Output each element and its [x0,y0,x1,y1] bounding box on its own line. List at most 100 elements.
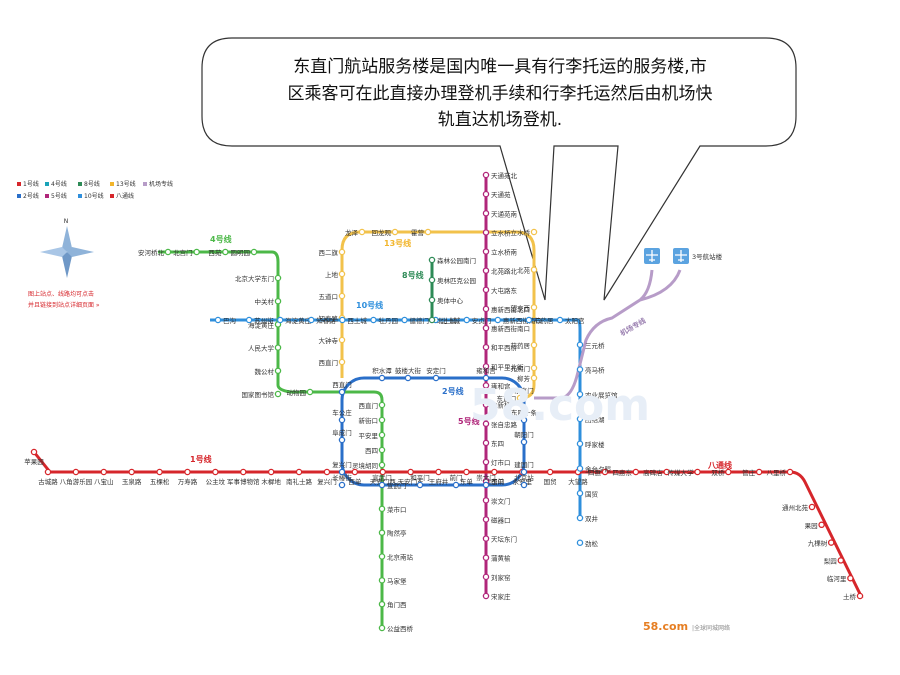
station-label[interactable]: 天通苑 [491,190,511,199]
station-marker[interactable] [530,341,538,349]
station-marker[interactable] [520,438,528,446]
station-marker[interactable] [391,228,399,236]
station-marker[interactable] [632,468,640,476]
station-label[interactable]: 芍药居 [511,341,531,350]
station-label[interactable]: 劲松 [585,539,599,548]
station-marker[interactable] [378,553,386,560]
station-marker[interactable] [72,468,80,476]
station-label[interactable]: 车公庄 [332,408,352,417]
station-label[interactable]: 亮马桥 [585,366,605,375]
station-label[interactable]: 柳芳 [517,374,531,383]
station-label[interactable]: 果园 [805,522,818,530]
station-label[interactable]: 太阳宫 [565,316,585,325]
station-label[interactable]: 大望路 [568,477,588,486]
station-marker[interactable] [725,468,732,476]
station-label[interactable]: 复兴门 [332,460,352,469]
station-marker[interactable] [378,624,386,632]
station-label[interactable]: 公主坟 [206,477,226,486]
station-marker[interactable] [323,468,331,476]
station-marker[interactable] [30,448,38,456]
station-label[interactable]: 人民大学 [248,344,275,353]
station-marker[interactable] [338,388,346,396]
station-label[interactable]: 霍营 [411,228,425,237]
station-marker[interactable] [808,503,816,511]
station-marker[interactable] [378,416,386,424]
station-marker[interactable] [267,468,275,476]
station-marker[interactable] [276,316,284,324]
station-marker[interactable] [482,554,490,561]
station-label[interactable]: 万寿路 [178,477,198,486]
station-marker[interactable] [576,489,584,497]
station-marker[interactable] [856,592,864,600]
station-label[interactable]: 海淀黄庄 [248,320,275,329]
station-label[interactable]: 奥体中心 [437,296,464,305]
station-marker[interactable] [306,388,314,396]
station-marker[interactable] [164,248,172,256]
station-label[interactable]: 森林公园南门 [437,256,476,265]
station-marker[interactable] [428,256,436,264]
station-marker[interactable] [576,440,584,447]
station-label[interactable]: 五棵松 [150,477,170,486]
station-marker[interactable] [576,341,584,348]
station-label[interactable]: 上地 [325,270,339,279]
station-marker[interactable] [193,248,200,256]
station-label[interactable]: 天坛东门 [491,535,517,544]
station-label[interactable]: 动物园 [287,388,307,397]
station-label[interactable]: 和平里北街 [491,362,524,371]
station-marker[interactable] [463,468,470,476]
station-label[interactable]: 灵境胡同 [352,461,378,470]
station-marker[interactable] [482,516,490,523]
station-marker[interactable] [338,248,346,256]
station-label[interactable]: 团结湖 [585,415,605,424]
station-marker[interactable] [837,557,845,564]
station-marker[interactable] [482,343,490,351]
station-marker[interactable] [463,316,470,324]
station-label[interactable]: 惠新西街北口 [491,305,530,314]
station-marker[interactable] [576,415,584,423]
station-label[interactable]: 西苑 [208,248,222,257]
station-marker[interactable] [576,390,584,398]
station-label[interactable]: 光熙门 [511,364,531,373]
station-marker[interactable] [755,468,763,476]
station-label[interactable]: 古城路 [38,477,58,486]
station-label[interactable]: 惠新西街南口 [491,324,530,333]
station-marker[interactable] [494,316,502,324]
station-label[interactable]: 和平西桥 [491,343,518,352]
station-label[interactable]: 八角游乐园 [60,477,93,486]
station-label[interactable]: 东直门 [497,394,517,403]
station-label[interactable]: 九棵树 [808,539,828,548]
station-label[interactable]: 天安门西 [370,477,397,486]
station-label[interactable]: 大屯路东 [491,286,518,295]
station-marker[interactable] [482,248,490,255]
station-label[interactable]: 王府井 [429,477,449,486]
station-marker[interactable] [482,458,490,466]
station-marker[interactable] [378,374,386,382]
station-marker[interactable] [482,305,490,313]
station-marker[interactable] [482,210,490,217]
station-label[interactable]: 复兴门 [317,477,337,486]
station-label[interactable]: 知春路 [319,314,339,323]
station-marker[interactable] [520,394,528,402]
station-label[interactable]: 安河桥北 [138,248,165,257]
station-label[interactable]: 知春路 [316,316,336,325]
station-marker[interactable] [847,574,854,582]
station-marker[interactable] [525,316,533,324]
station-marker[interactable] [432,374,440,382]
station-marker[interactable] [378,529,386,536]
station-label[interactable]: 四惠 [588,468,602,477]
station-label[interactable]: 永安里 [512,477,532,486]
station-label[interactable]: 牡丹园 [378,316,398,325]
station-label[interactable]: 苏州街 [254,316,274,325]
station-marker[interactable] [428,276,436,284]
station-marker[interactable] [482,592,490,600]
station-marker[interactable] [482,481,490,489]
station-marker[interactable] [482,286,490,294]
station-marker[interactable] [338,416,346,424]
station-label[interactable]: 阜成门 [332,428,352,437]
station-marker[interactable] [482,573,490,581]
station-marker[interactable] [546,468,554,476]
station-marker[interactable] [274,390,282,398]
station-label[interactable]: 北苑路北 [491,267,518,276]
station-label[interactable]: 魏公村 [255,367,275,376]
station-label[interactable]: 西四 [365,447,378,455]
